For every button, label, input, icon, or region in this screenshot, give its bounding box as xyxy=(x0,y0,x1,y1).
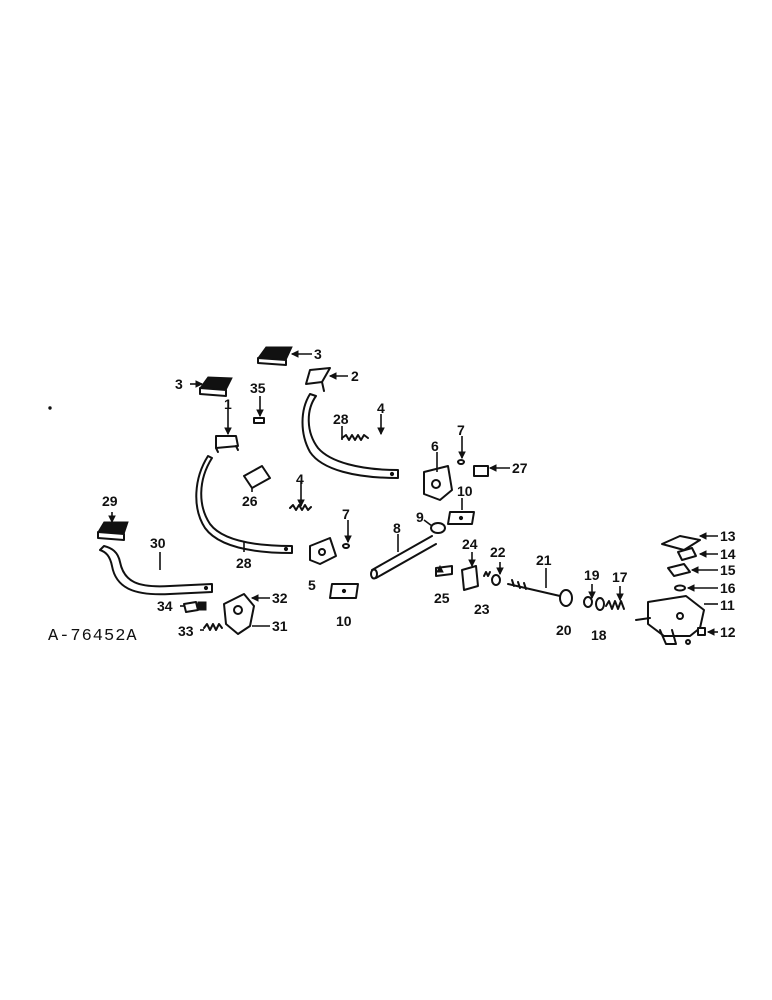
part-10-plate-upper xyxy=(447,511,475,525)
part-7-washer-lower xyxy=(342,543,350,549)
callout-35: 35 xyxy=(250,380,266,396)
drawing-reference-number: A-76452A xyxy=(48,627,138,646)
part-19-cup xyxy=(583,596,593,608)
part-7-washer-upper xyxy=(457,459,465,465)
callout-7-lower: 7 xyxy=(342,506,350,522)
part-27-clip xyxy=(473,465,489,477)
part-21-piston-rod xyxy=(507,579,561,597)
callout-6: 6 xyxy=(431,438,439,454)
callout-3-left: 3 xyxy=(175,376,183,392)
callout-30: 30 xyxy=(150,535,166,551)
part-3-pedal-pad-upper xyxy=(257,346,293,366)
part-2-bracket xyxy=(305,367,331,392)
part-28-pedal-arm-upper xyxy=(301,393,399,479)
callout-28-upper: 28 xyxy=(333,411,349,427)
part-31-bracket xyxy=(223,593,255,635)
callout-4-upper: 4 xyxy=(377,400,385,416)
callout-27: 27 xyxy=(512,460,528,476)
callout-25: 25 xyxy=(434,590,450,606)
callout-24: 24 xyxy=(462,536,478,552)
callout-3-upper: 3 xyxy=(314,346,322,362)
callout-10-lower: 10 xyxy=(336,613,352,629)
callout-1: 1 xyxy=(224,396,232,412)
callout-5: 5 xyxy=(308,577,316,593)
part-18-seal xyxy=(595,597,605,611)
callout-19: 19 xyxy=(584,567,600,583)
part-3-pedal-pad-left xyxy=(199,376,233,397)
callout-28-lower: 28 xyxy=(236,555,252,571)
part-22-retainer xyxy=(491,574,501,586)
part-33-bolt xyxy=(203,623,223,631)
arrow-heads xyxy=(108,350,715,636)
part-9-bushing xyxy=(430,522,446,534)
callout-11: 11 xyxy=(720,597,735,613)
part-15-gasket xyxy=(667,563,691,577)
callout-21: 21 xyxy=(536,552,552,568)
part-23-clip xyxy=(483,571,491,577)
part-20-piston xyxy=(559,589,573,607)
leader-lines xyxy=(111,353,718,633)
callout-2: 2 xyxy=(351,368,359,384)
callout-15: 15 xyxy=(720,562,736,578)
part-34-bolt xyxy=(183,601,207,613)
part-30-pedal-arm xyxy=(99,545,213,596)
callout-23: 23 xyxy=(474,601,490,617)
part-11-master-cylinder xyxy=(635,595,705,645)
stray-dot xyxy=(48,406,52,410)
part-13-cover xyxy=(661,535,701,551)
part-28-pedal-arm-lower xyxy=(195,455,293,554)
callout-12: 12 xyxy=(720,624,736,640)
callout-9: 9 xyxy=(416,509,424,525)
part-26-bracket xyxy=(243,465,271,489)
part-16-o-ring xyxy=(674,584,686,592)
callout-10-upper: 10 xyxy=(457,483,473,499)
callout-34: 34 xyxy=(157,598,173,614)
callout-14: 14 xyxy=(720,546,736,562)
part-12-fitting xyxy=(685,627,706,645)
part-5-bracket xyxy=(309,537,337,565)
callout-17: 17 xyxy=(612,569,628,585)
part-10-plate-lower xyxy=(329,583,359,599)
callout-33: 33 xyxy=(178,623,194,639)
part-29-pedal-pad xyxy=(97,521,129,541)
part-14-gasket xyxy=(677,547,697,561)
callout-13: 13 xyxy=(720,528,736,544)
callout-8: 8 xyxy=(393,520,401,536)
callout-18: 18 xyxy=(591,627,607,643)
part-35-pin xyxy=(253,417,265,424)
callout-labels: 3 2 3 35 1 4 28 7 6 27 10 4 26 9 7 8 29 … xyxy=(102,346,736,643)
callout-7-upper: 7 xyxy=(457,422,465,438)
callout-4-lower: 4 xyxy=(296,471,304,487)
part-1-bracket xyxy=(215,435,239,453)
part-6-bracket xyxy=(423,465,453,501)
callout-26: 26 xyxy=(242,493,258,509)
callout-31: 31 xyxy=(272,618,288,634)
part-4-spring-lower xyxy=(289,504,312,511)
callout-22: 22 xyxy=(490,544,506,560)
part-17-spring xyxy=(605,600,625,610)
callout-16: 16 xyxy=(720,580,736,596)
callout-20: 20 xyxy=(556,622,572,638)
callout-32: 32 xyxy=(272,590,288,606)
part-24-boot xyxy=(461,565,479,591)
part-4-spring-upper xyxy=(341,434,369,441)
callout-29: 29 xyxy=(102,493,118,509)
part-8-cross-shaft xyxy=(370,535,437,580)
